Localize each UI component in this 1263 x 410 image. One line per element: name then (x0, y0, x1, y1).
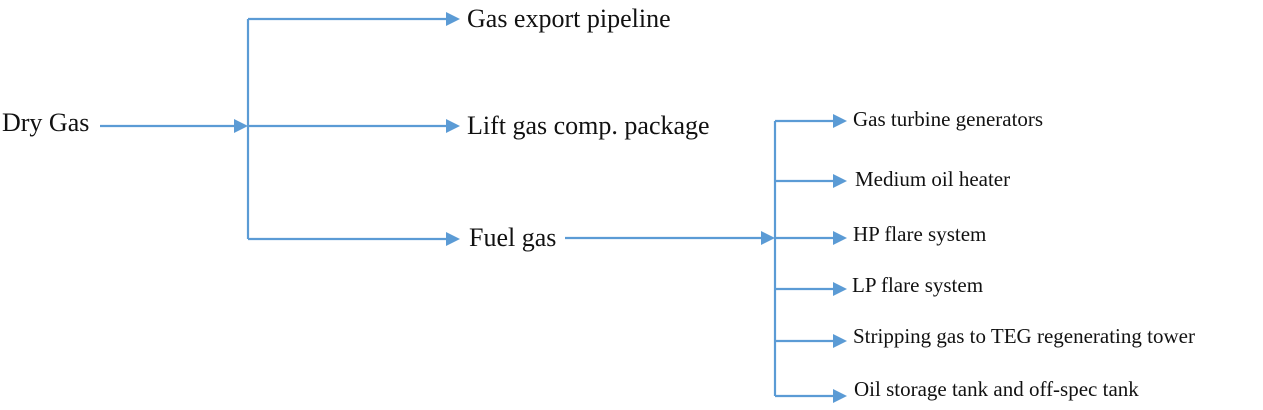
node-lift-gas-comp-package: Lift gas comp. package (467, 111, 710, 140)
node-gas-export-pipeline: Gas export pipeline (467, 4, 671, 33)
node-fuel-gas: Fuel gas (469, 223, 557, 252)
node-stripping-gas-teg: Stripping gas to TEG regenerating tower (853, 324, 1195, 348)
lift-gas-arrowhead (446, 119, 460, 133)
node-lp-flare-system: LP flare system (852, 273, 984, 297)
node-medium-oil-heater: Medium oil heater (855, 167, 1011, 191)
gas-export-arrowhead (446, 12, 460, 26)
node-dry-gas: Dry Gas (2, 108, 90, 137)
lp-flare-arrowhead (833, 282, 847, 296)
oil-storage-arrowhead (833, 389, 847, 403)
node-gas-turbine-generators: Gas turbine generators (853, 107, 1044, 131)
gas-turbine-arrowhead (833, 114, 847, 128)
node-oil-storage-tank: Oil storage tank and off-spec tank (854, 377, 1139, 401)
hp-flare-arrowhead (833, 231, 847, 245)
node-hp-flare-system: HP flare system (853, 222, 987, 246)
medium-oil-heater-arrowhead (833, 174, 847, 188)
fuel-gas-trunk-arrowhead (761, 231, 775, 245)
fuel-gas-arrowhead (446, 232, 460, 246)
dry-gas-arrowhead (234, 119, 248, 133)
stripping-gas-arrowhead (833, 334, 847, 348)
